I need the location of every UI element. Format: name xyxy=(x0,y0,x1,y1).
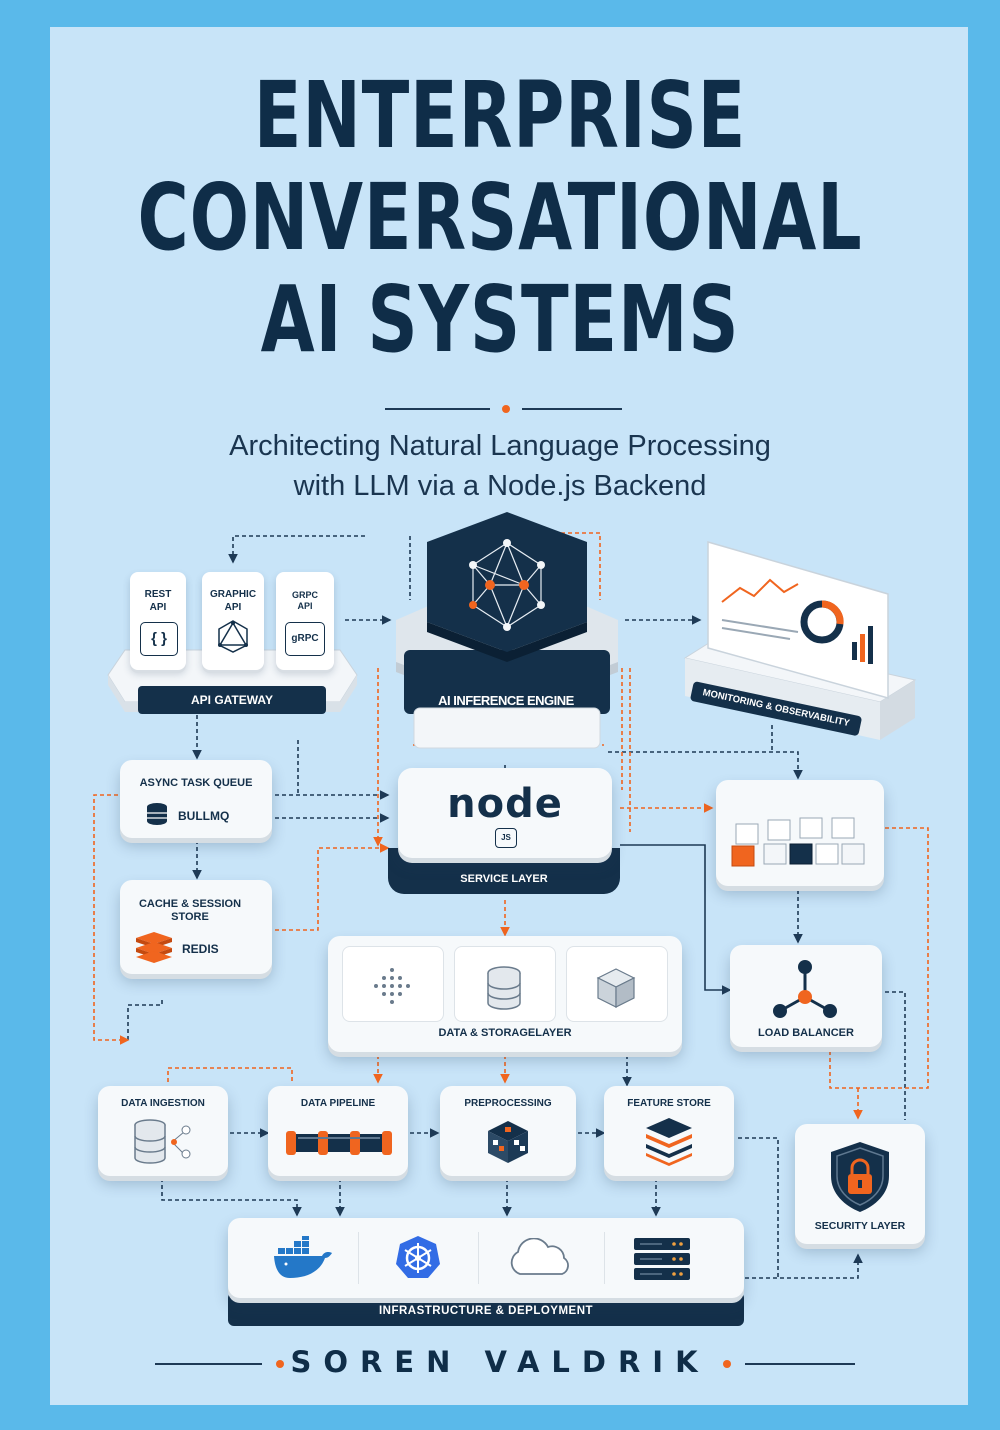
data-ingestion-card: DATA INGESTION xyxy=(98,1086,228,1176)
task-queue-card: ASYNC TASK QUEUE BULLMQ xyxy=(120,760,272,838)
data-pipeline-card: DATA PIPELINE xyxy=(268,1086,408,1176)
infrastructure-label: INFRASTRUCTURE & DEPLOYMENT xyxy=(378,1305,594,1317)
feature-layers-icon xyxy=(646,1118,692,1166)
feature-store-card: FEATURE STORE xyxy=(604,1086,734,1176)
redis-stack-icon xyxy=(136,932,172,963)
cache-title: CACHE & SESSION STORE xyxy=(138,898,242,923)
rest-api-label: REST API xyxy=(144,589,172,613)
rest-api-card: REST API { } xyxy=(130,572,186,670)
preprocessing-card: PREPROCESSING xyxy=(440,1086,576,1176)
cloud-icon xyxy=(510,1238,569,1275)
divider xyxy=(478,1232,479,1284)
load-balancer-icon xyxy=(773,960,837,1018)
inference-engine-label: AI INFERENCE ENGINE xyxy=(438,693,574,708)
load-balancer-label: LOAD BALANCER xyxy=(758,1027,854,1039)
cache-name: REDIS xyxy=(182,942,219,956)
subtitle-line-2: with LLM via a Node.js Backend xyxy=(293,470,707,502)
braces-icon: { } xyxy=(140,622,178,656)
storage-slot-1 xyxy=(342,946,444,1022)
cubes-icon xyxy=(731,817,865,867)
database-icon xyxy=(147,803,167,825)
security-layer-card: SECURITY LAYER xyxy=(795,1124,925,1244)
server-rack-icon xyxy=(634,1238,690,1280)
database-icon xyxy=(134,1119,191,1164)
kubernetes-wheel-icon xyxy=(396,1236,440,1278)
graphql-api-label: GRAPHIC API xyxy=(209,589,257,613)
grpc-api-card: GRPC API gRPC xyxy=(276,572,334,670)
node-js-badge: JS xyxy=(495,828,517,848)
pipeline-icon xyxy=(286,1131,392,1155)
feature-store-label: FEATURE STORE xyxy=(627,1098,711,1109)
grpc-icon: gRPC xyxy=(285,622,325,656)
data-pipeline-label: DATA PIPELINE xyxy=(300,1098,376,1109)
docker-whale-icon xyxy=(274,1236,332,1278)
cube-icon xyxy=(596,968,636,1008)
api-gateway-label: API GATEWAY xyxy=(138,686,326,714)
dots-grid-icon xyxy=(374,968,410,1004)
title-line-2: CONVERSATIONAL xyxy=(137,164,863,271)
preprocessing-label: PREPROCESSING xyxy=(464,1098,552,1109)
shield-lock-icon xyxy=(831,1142,889,1212)
subtitle-line-1: Architecting Natural Language Processing xyxy=(229,430,771,462)
processing-cube-icon xyxy=(488,1121,528,1163)
task-queue-name: BULLMQ xyxy=(178,809,230,823)
security-layer-label: SECURITY LAYER xyxy=(814,1220,906,1232)
graphql-api-card: GRAPHIC API xyxy=(202,572,264,670)
service-layer-card: node JS xyxy=(398,768,612,858)
data-storage-card: DATA & STORAGELAYER xyxy=(328,936,682,1052)
neural-network-icon xyxy=(469,539,545,631)
grpc-api-label: GRPC API xyxy=(291,590,318,611)
compute-cubes-card xyxy=(716,780,884,886)
author-name: SOREN VALDRIK xyxy=(290,1345,710,1379)
title-line-3: AI SYSTEMS xyxy=(260,266,740,373)
divider xyxy=(604,1232,605,1284)
node-logo-icon: node xyxy=(447,781,563,827)
database-icon xyxy=(487,966,521,1010)
data-ingestion-label: DATA INGESTION xyxy=(121,1098,205,1109)
title-line-1: ENTERPRISE xyxy=(253,62,747,169)
divider xyxy=(358,1232,359,1284)
graphql-icon xyxy=(218,620,248,653)
service-layer-label: SERVICE LAYER xyxy=(460,873,548,885)
data-storage-label: DATA & STORAGELAYER xyxy=(438,1027,572,1039)
task-queue-title: ASYNC TASK QUEUE xyxy=(139,777,253,789)
load-balancer-card: LOAD BALANCER xyxy=(730,945,882,1047)
infrastructure-card xyxy=(228,1218,744,1298)
inference-engine-stack xyxy=(396,512,618,749)
cache-card: CACHE & SESSION STORE REDIS xyxy=(120,880,272,974)
